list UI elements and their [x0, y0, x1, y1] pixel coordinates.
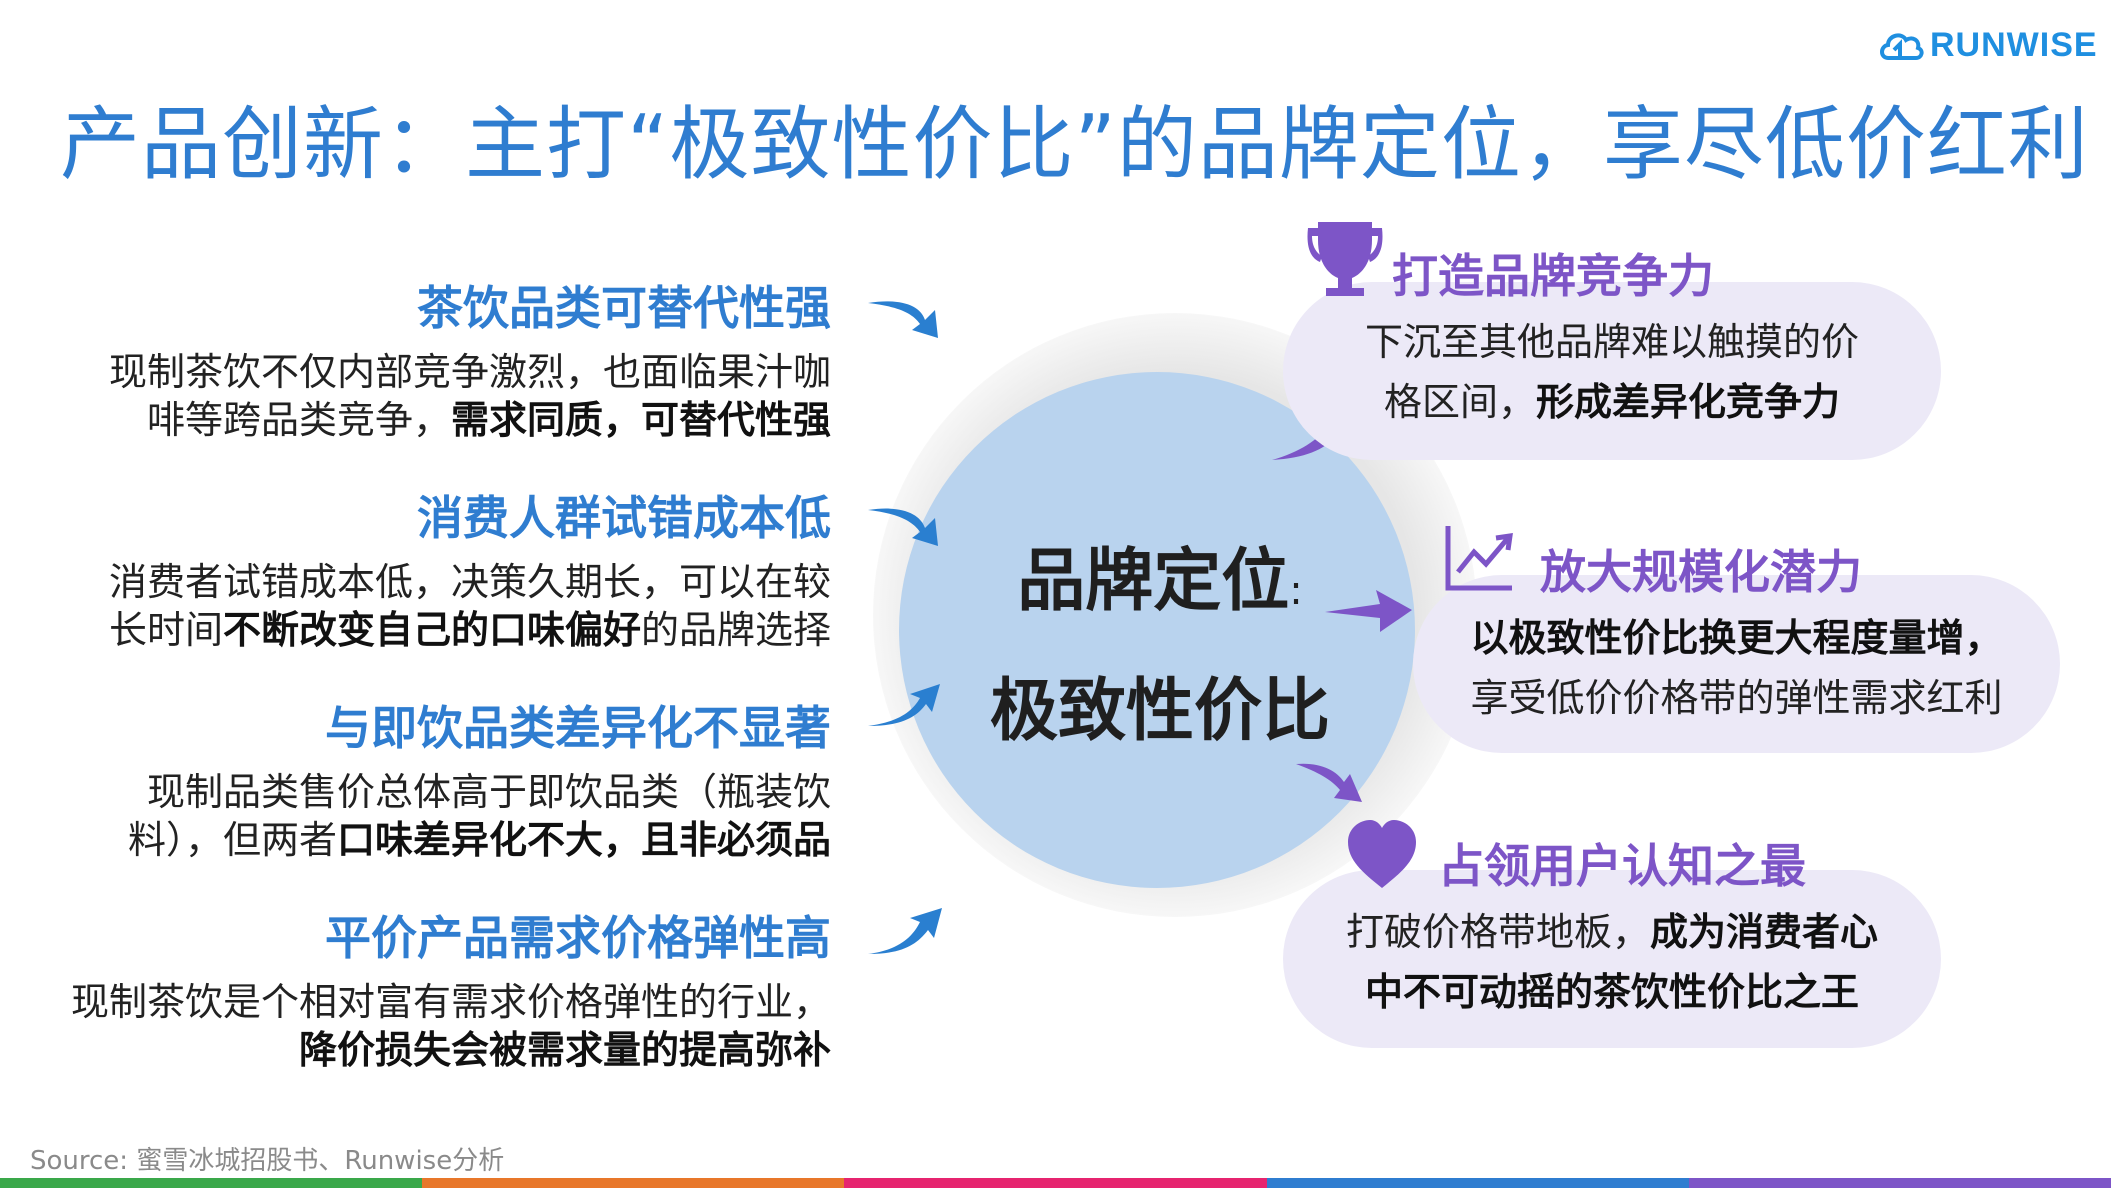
- arrow-left-2: [868, 508, 938, 546]
- right-text-line2: 格区间，形成差异化竞争力: [1283, 372, 1941, 432]
- left-heading: 茶饮品类可替代性强: [417, 281, 831, 335]
- left-text-line2: 降价损失会被需求量的提高弥补: [31, 1026, 831, 1074]
- card-bg-3: [1283, 870, 1941, 1048]
- left-item-2: 消费人群试错成本低 消费者试错成本低，决策久期长，可以在较 长时间不断改变自己的…: [31, 482, 831, 654]
- left-text-normal: 长时间: [108, 608, 223, 652]
- left-text-normal: 啡等跨品类竞争，: [146, 398, 451, 442]
- left-item-4: 平价产品需求价格弹性高 现制茶饮是个相对富有需求价格弹性的行业， 降价损失会被需…: [31, 902, 831, 1074]
- bottom-color-bar: [0, 1178, 2111, 1188]
- logo-text: RUNWISE: [1930, 26, 2098, 64]
- heart-icon: [1348, 820, 1416, 888]
- left-heading: 消费人群试错成本低: [417, 491, 831, 545]
- left-text-line2: 料），但两者口味差异化不大，且非必须品: [31, 816, 831, 864]
- left-text-bold: 降价损失会被需求量的提高弥补: [298, 1028, 831, 1072]
- left-text-bold: 不断改变自己的口味偏好: [222, 608, 641, 652]
- cloud-logo-icon: [1880, 32, 1924, 60]
- right-heading-3: 占领用户认知之最: [1438, 839, 1806, 893]
- right-text-bold: 形成差异化竞争力: [1536, 380, 1841, 424]
- center-colon: :: [1289, 568, 1303, 614]
- right-text-line1: 下沉至其他品牌难以触摸的价: [1364, 320, 1859, 364]
- right-heading-1: 打造品牌竞争力: [1392, 249, 1714, 303]
- left-text-line2: 长时间不断改变自己的口味偏好的品牌选择: [31, 606, 831, 654]
- left-text-line1: 现制茶饮是个相对富有需求价格弹性的行业，: [70, 980, 831, 1024]
- left-item-1: 茶饮品类可替代性强 现制茶饮不仅内部竞争激烈，也面临果汁咖 啡等跨品类竞争，需求…: [31, 272, 831, 444]
- left-text-bold: 口味差异化不大，且非必须品: [336, 818, 831, 862]
- right-text-line2: 享受低价价格带的弹性需求红利: [1470, 676, 2003, 720]
- left-text-line1: 现制茶饮不仅内部竞争激烈，也面临果汁咖: [108, 350, 831, 394]
- left-text-line1: 现制品类售价总体高于即饮品类（瓶装饮: [146, 770, 831, 814]
- card-bg-1: [1283, 282, 1941, 460]
- center-line-1: 品牌定位:: [900, 525, 1420, 624]
- trophy-icon: [1307, 222, 1383, 296]
- right-text-bold: 中不可动摇的茶饮性价比之王: [1364, 970, 1859, 1014]
- right-body-3: 打破价格带地板，成为消费者心 中不可动摇的茶饮性价比之王: [1283, 902, 1941, 1022]
- right-text-normal: 格区间，: [1383, 380, 1536, 424]
- left-text-bold: 需求同质，可替代性强: [450, 398, 831, 442]
- left-text-line1: 消费者试错成本低，决策久期长，可以在较: [108, 560, 831, 604]
- center-label: 品牌定位: [1017, 542, 1290, 621]
- left-item-3: 与即饮品类差异化不显著 现制品类售价总体高于即饮品类（瓶装饮 料），但两者口味差…: [31, 692, 831, 864]
- left-heading: 平价产品需求价格弹性高: [325, 911, 831, 965]
- arrow-right-2: [1325, 590, 1412, 632]
- bar-segment-purple: [1688, 1178, 2111, 1188]
- bar-segment-pink: [844, 1178, 1267, 1188]
- right-text-bold: 以极致性价比换更大程度量增，: [1470, 616, 2003, 660]
- right-text-line1: 以极致性价比换更大程度量增，: [1413, 608, 2060, 668]
- arrow-left-3: [868, 684, 940, 726]
- page-title: 产品创新：主打“极致性价比”的品牌定位，享尽低价红利: [60, 98, 2089, 191]
- line-chart-icon: [1445, 526, 1513, 591]
- card-bg-2: [1413, 575, 2060, 753]
- left-heading: 与即饮品类差异化不显著: [325, 701, 831, 755]
- left-text-normal: 料），但两者: [127, 818, 337, 862]
- right-text-line2: 中不可动摇的茶饮性价比之王: [1283, 962, 1941, 1022]
- right-text-bold: 成为消费者心: [1650, 910, 1879, 954]
- bar-segment-green: [0, 1178, 423, 1188]
- center-circle: [899, 372, 1415, 888]
- bar-segment-orange: [422, 1178, 845, 1188]
- center-line-2: 极致性价比: [989, 672, 1330, 751]
- left-text-line2: 啡等跨品类竞争，需求同质，可替代性强: [31, 396, 831, 444]
- left-text-normal: 的品牌选择: [640, 608, 831, 652]
- right-text-normal: 打破价格带地板，: [1345, 910, 1650, 954]
- right-heading-2: 放大规模化潜力: [1540, 545, 1862, 599]
- source-note: Source: 蜜雪冰城招股书、Runwise分析: [30, 1146, 505, 1176]
- right-text-line1: 打破价格带地板，成为消费者心: [1283, 902, 1941, 962]
- right-body-1: 下沉至其他品牌难以触摸的价 格区间，形成差异化竞争力: [1283, 312, 1941, 432]
- bar-segment-blue: [1266, 1178, 1689, 1188]
- arrow-right-3: [1296, 763, 1362, 802]
- right-body-2: 以极致性价比换更大程度量增， 享受低价价格带的弹性需求红利: [1413, 608, 2060, 728]
- runwise-logo: RUNWISE: [1878, 26, 2098, 65]
- arrow-left-1: [868, 301, 938, 338]
- arrow-left-4: [868, 908, 942, 954]
